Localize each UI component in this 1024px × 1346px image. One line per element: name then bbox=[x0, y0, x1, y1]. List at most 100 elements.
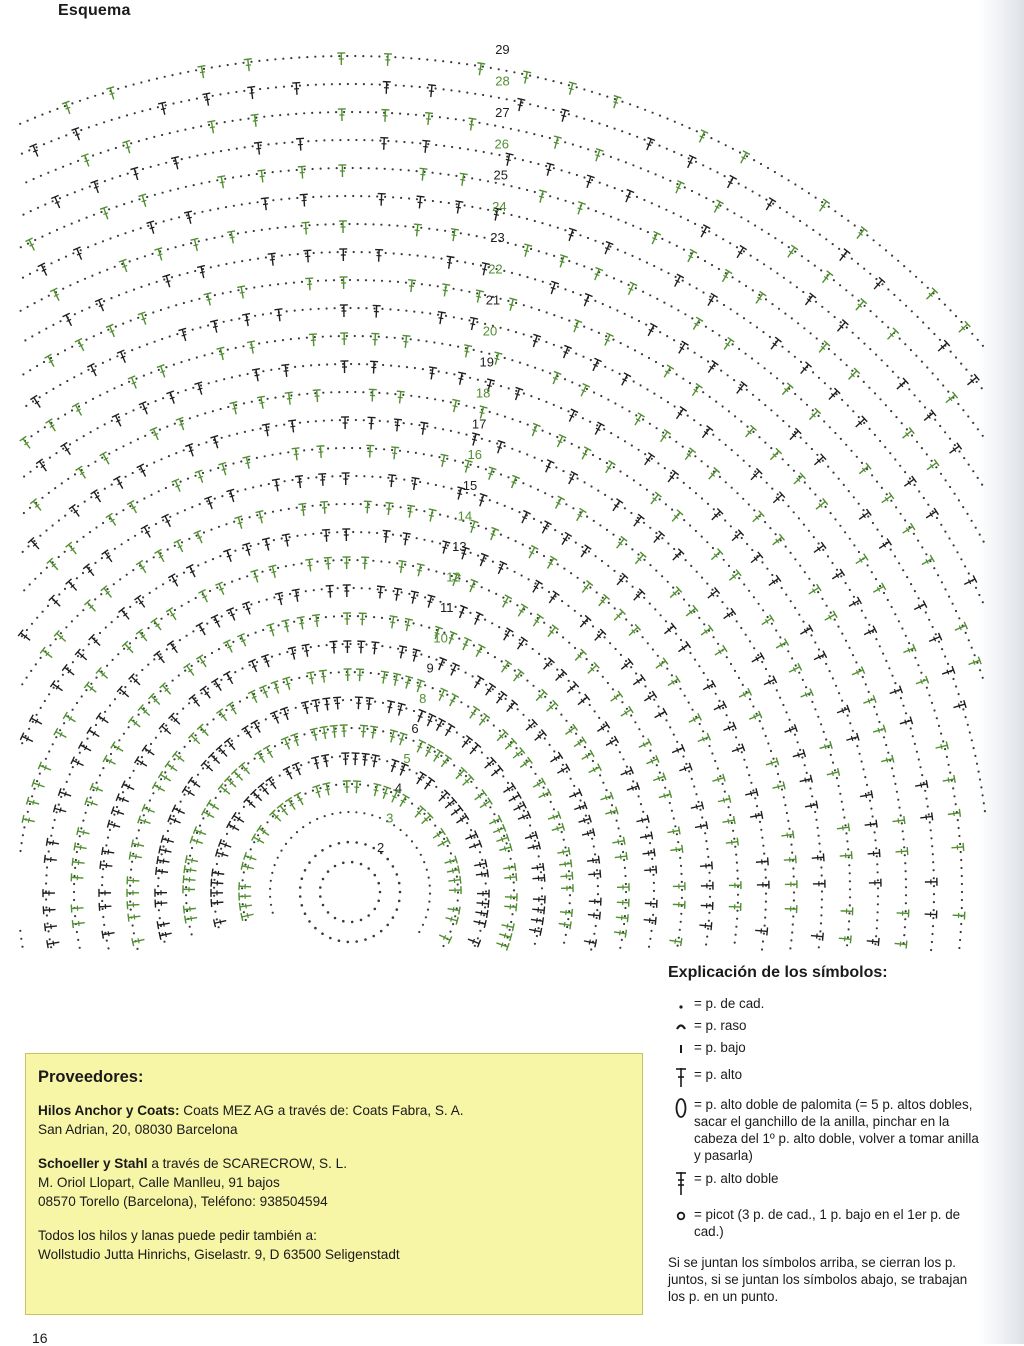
stitch-symbol bbox=[85, 797, 99, 808]
chain-dot bbox=[790, 939, 792, 941]
stitch-symbol bbox=[830, 569, 844, 582]
chain-dot bbox=[875, 638, 877, 640]
chain-dot bbox=[378, 758, 380, 760]
chain-dot bbox=[751, 357, 753, 359]
stitch-symbol bbox=[900, 523, 914, 536]
stitch-symbol bbox=[387, 730, 398, 744]
chain-dot bbox=[347, 755, 349, 757]
chain-dot bbox=[167, 613, 169, 615]
chain-dot bbox=[537, 163, 539, 165]
chain-dot bbox=[874, 392, 876, 394]
chain-dot bbox=[313, 589, 315, 591]
chain-dot bbox=[401, 677, 403, 679]
chain-dot bbox=[980, 786, 982, 788]
chain-dot bbox=[405, 737, 407, 739]
stitch-symbol bbox=[756, 857, 769, 866]
chain-dot bbox=[550, 626, 552, 628]
chain-dot bbox=[965, 716, 967, 718]
chain-dot bbox=[448, 202, 450, 204]
chain-dot bbox=[735, 736, 737, 738]
chain-dot bbox=[857, 263, 859, 265]
chain-dot bbox=[730, 663, 732, 665]
stitch-symbol bbox=[471, 676, 484, 690]
chain-dot bbox=[903, 265, 905, 267]
chain-dot bbox=[794, 183, 796, 185]
chain-dot bbox=[435, 570, 437, 572]
chain-dot bbox=[765, 877, 767, 879]
stitch-symbol bbox=[467, 742, 481, 756]
chain-dot bbox=[129, 777, 131, 779]
chain-dot bbox=[697, 801, 699, 803]
chain-dot bbox=[353, 587, 355, 589]
chain-dot bbox=[79, 835, 81, 837]
chain-dot bbox=[616, 309, 618, 311]
chain-dot bbox=[553, 255, 555, 257]
stitch-symbol bbox=[376, 586, 385, 599]
chain-dot bbox=[308, 920, 311, 923]
chain-dot bbox=[354, 55, 356, 57]
chain-dot bbox=[227, 92, 229, 94]
chain-dot bbox=[480, 351, 482, 353]
chain-dot bbox=[339, 83, 341, 85]
chain-dot bbox=[905, 712, 907, 714]
chain-dot bbox=[740, 216, 742, 218]
chain-dot bbox=[117, 235, 119, 237]
chain-dot bbox=[593, 520, 595, 522]
row-number: 23 bbox=[490, 230, 504, 245]
chain-dot bbox=[952, 678, 954, 680]
chain-dot bbox=[624, 867, 626, 869]
chain-dot bbox=[890, 549, 892, 551]
chain-dot bbox=[663, 302, 665, 304]
chain-dot bbox=[638, 795, 640, 797]
chain-dot bbox=[101, 557, 103, 559]
chain-dot bbox=[208, 124, 210, 126]
stitch-symbol bbox=[28, 537, 42, 551]
chain-dot bbox=[36, 146, 38, 148]
chain-dot bbox=[732, 148, 734, 150]
chain-dot bbox=[312, 505, 314, 507]
chain-dot bbox=[863, 343, 865, 345]
chain-dot bbox=[296, 831, 298, 833]
chain-dot bbox=[658, 145, 660, 147]
chain-dot bbox=[602, 243, 604, 245]
chain-dot bbox=[170, 822, 172, 824]
chain-dot bbox=[561, 169, 563, 171]
stitch-symbol bbox=[142, 745, 156, 758]
chain-dot bbox=[420, 227, 422, 229]
chain-dot bbox=[308, 224, 310, 226]
chain-dot bbox=[285, 843, 287, 845]
chain-dot bbox=[538, 250, 540, 252]
symbol-legend: Explicación de los símbolos: = p. de cad… bbox=[668, 964, 980, 1305]
chain-dot bbox=[208, 382, 210, 384]
chain-dot bbox=[74, 867, 76, 869]
stitch-symbol bbox=[29, 715, 43, 728]
chain-dot bbox=[845, 444, 847, 446]
chain-dot bbox=[718, 700, 720, 702]
chain-dot bbox=[560, 407, 562, 409]
stitch-symbol bbox=[469, 433, 480, 447]
chain-dot bbox=[257, 543, 259, 545]
stitch-symbol bbox=[768, 337, 782, 351]
stitch-symbol bbox=[885, 328, 899, 342]
chain-dot bbox=[587, 207, 589, 209]
chain-dot bbox=[80, 129, 82, 131]
stitch-symbol bbox=[508, 475, 520, 489]
chain-dot bbox=[218, 265, 220, 267]
stitch-symbol bbox=[342, 529, 350, 541]
chain-dot bbox=[736, 918, 738, 920]
chain-dot bbox=[64, 588, 66, 590]
chain-dot bbox=[484, 875, 486, 877]
chain-dot bbox=[447, 544, 449, 546]
chain-dot bbox=[604, 494, 606, 496]
chain-dot bbox=[133, 770, 135, 772]
chain-dot bbox=[820, 723, 822, 725]
chain-dot bbox=[660, 397, 662, 399]
chain-dot bbox=[140, 822, 142, 824]
chain-dot bbox=[138, 829, 140, 831]
chain-dot bbox=[138, 198, 140, 200]
chain-dot bbox=[163, 220, 165, 222]
chain-dot bbox=[519, 639, 521, 641]
chain-dot bbox=[732, 276, 734, 278]
chain-dot bbox=[750, 782, 752, 784]
stitch-symbol bbox=[207, 800, 221, 813]
